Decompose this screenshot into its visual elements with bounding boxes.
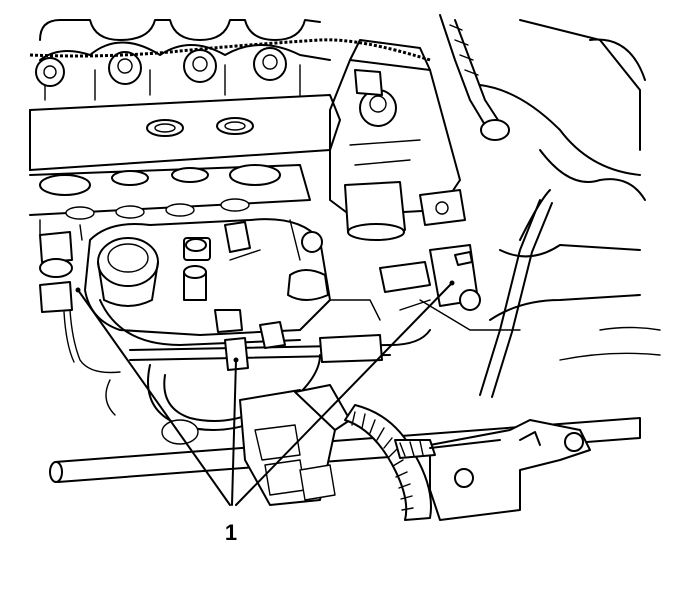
right-cable-runs xyxy=(479,199,661,398)
right-sensor-connector xyxy=(379,244,481,311)
timing-belt-dashed xyxy=(29,38,431,62)
lower-fuel-lines xyxy=(129,321,431,371)
intake-bolt-nuts xyxy=(35,47,287,87)
throttle-bracket xyxy=(429,419,591,521)
injector-port-row xyxy=(29,164,311,220)
intake-manifold-runners xyxy=(29,19,341,171)
right-bracket-housing xyxy=(329,39,466,241)
upper-seals xyxy=(146,117,254,137)
callout-1-leader-lines xyxy=(75,280,455,506)
detail-strokes xyxy=(39,219,521,416)
pump-fittings xyxy=(183,221,329,333)
upper-right-wiring-harness xyxy=(439,14,646,241)
corrugated-wiring-harness xyxy=(344,404,501,521)
left-fuel-fittings xyxy=(39,231,121,374)
pump-inlet-cap xyxy=(97,237,159,307)
callout-label-1: 1 xyxy=(224,520,238,545)
